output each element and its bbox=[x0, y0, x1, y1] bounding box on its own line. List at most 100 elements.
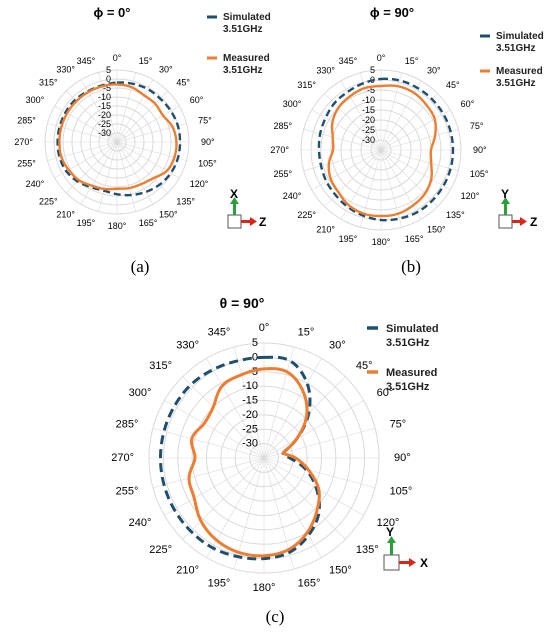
panel-c-legend-measured-line1: Measured bbox=[386, 367, 437, 379]
radial-tick-label: -10 bbox=[362, 95, 375, 105]
radial-tick-label: -30 bbox=[242, 438, 258, 450]
grid-spoke bbox=[380, 149, 422, 220]
panel-b-legend-simulated-line2: 3.51GHz bbox=[496, 43, 535, 54]
grid-spoke bbox=[380, 93, 438, 151]
angle-tick-label: 135° bbox=[446, 210, 465, 220]
angle-tick-label: 90° bbox=[201, 137, 215, 147]
panel-a-axis-up-label: X bbox=[230, 187, 238, 201]
radial-tick-label: -15 bbox=[362, 105, 375, 115]
angle-tick-label: 210° bbox=[56, 210, 75, 220]
angle-tick-label: 90° bbox=[394, 452, 411, 464]
grid-spoke bbox=[311, 109, 382, 151]
radial-tick-label: 5 bbox=[252, 337, 258, 349]
grid-spoke bbox=[263, 346, 295, 459]
angle-tick-label: 345° bbox=[77, 56, 96, 66]
panel-a: ϕ = 0° 50-5-10-15-20-25-300°15°30°45°60°… bbox=[14, 5, 272, 276]
grid-spoke bbox=[380, 109, 451, 151]
grid-spoke bbox=[263, 457, 346, 540]
grid-spoke bbox=[164, 400, 265, 459]
angle-tick-label: 270° bbox=[111, 452, 134, 464]
angle-tick-label: 270° bbox=[270, 145, 289, 155]
grid-spoke bbox=[116, 141, 154, 205]
angle-tick-label: 150° bbox=[427, 225, 446, 235]
measured-series-line bbox=[58, 83, 178, 191]
panel-a-legend-simulated-line2: 3.51GHz bbox=[223, 24, 262, 35]
right-arrowhead-icon bbox=[250, 217, 257, 226]
panel-b-axis-right-label: Z bbox=[530, 215, 537, 229]
grid-spoke bbox=[263, 400, 364, 459]
angle-tick-label: 105° bbox=[390, 486, 413, 498]
angle-tick-label: 300° bbox=[26, 95, 45, 105]
angle-tick-label: 195° bbox=[208, 578, 231, 590]
panel-a-subfigure-label: (a) bbox=[131, 257, 150, 276]
angle-tick-label: 285° bbox=[17, 115, 36, 125]
grid-spoke bbox=[360, 72, 382, 151]
grid-spoke bbox=[116, 105, 180, 143]
grid-spoke bbox=[152, 427, 265, 459]
angle-tick-label: 285° bbox=[274, 121, 293, 131]
angle-tick-label: 120° bbox=[377, 517, 400, 529]
angle-tick-label: 180° bbox=[372, 237, 391, 247]
grid-spoke bbox=[263, 457, 376, 489]
radial-tick-label: -5 bbox=[103, 83, 111, 93]
radial-tick-label: -15 bbox=[98, 101, 111, 111]
angle-tick-label: 45° bbox=[446, 80, 460, 90]
angle-tick-label: 195° bbox=[339, 234, 358, 244]
panel-a-axis-right-label: Z bbox=[259, 215, 266, 229]
angle-tick-label: 90° bbox=[473, 145, 487, 155]
radial-tick-label: -5 bbox=[367, 85, 375, 95]
angle-tick-label: 30° bbox=[427, 65, 441, 75]
angle-tick-label: 180° bbox=[253, 582, 276, 594]
panel-b-legend-measured-line1: Measured bbox=[496, 66, 543, 77]
angle-tick-label: 330° bbox=[56, 64, 75, 74]
panel-b-legend: Simulated 3.51GHz Measured 3.51GHz bbox=[480, 31, 544, 89]
angle-tick-label: 225° bbox=[297, 210, 316, 220]
angle-tick-label: 210° bbox=[316, 225, 335, 235]
panel-a-legend-measured-label: Measured 3.51GHz bbox=[223, 53, 272, 76]
grid-spoke bbox=[116, 123, 187, 143]
radial-tick-label: -10 bbox=[98, 92, 111, 102]
grid-spoke bbox=[80, 79, 118, 143]
panel-b-legend-simulated-line1: Simulated bbox=[496, 31, 544, 42]
angle-tick-label: 330° bbox=[316, 65, 335, 75]
panel-c-subfigure-label: (c) bbox=[266, 607, 285, 626]
angle-tick-label: 15° bbox=[139, 56, 153, 66]
grid-spoke bbox=[263, 457, 364, 516]
panel-a-title: ϕ = 0° bbox=[94, 5, 131, 20]
grid-spoke bbox=[98, 141, 118, 212]
panel-c: θ = 90° 50-5-10-15-20-25-300°15°30°45°60… bbox=[111, 295, 442, 626]
angle-tick-label: 150° bbox=[329, 565, 352, 577]
angle-tick-label: 135° bbox=[356, 544, 379, 556]
panel-c-legend-simulated-label: Simulated 3.51GHz bbox=[386, 323, 442, 349]
radial-tick-label: -20 bbox=[242, 409, 258, 421]
angle-tick-label: 330° bbox=[176, 339, 199, 351]
grid-spoke bbox=[324, 149, 382, 207]
angle-tick-label: 240° bbox=[283, 191, 302, 201]
angle-tick-label: 120° bbox=[461, 191, 480, 201]
panel-b: ϕ = 90° 50-5-10-15-20-25-300°15°30°45°60… bbox=[270, 5, 544, 276]
radial-tick-label: -10 bbox=[242, 380, 258, 392]
panel-b-plot: 50-5-10-15-20-25-300°15°30°45°60°75°90°1… bbox=[270, 53, 489, 247]
angle-tick-label: 165° bbox=[139, 218, 158, 228]
angle-tick-label: 240° bbox=[129, 517, 152, 529]
angle-tick-label: 30° bbox=[159, 64, 173, 74]
radial-tick-label: -25 bbox=[242, 423, 258, 435]
angle-tick-label: 285° bbox=[116, 418, 139, 430]
grid-spoke bbox=[54, 141, 118, 179]
radial-tick-label: 5 bbox=[370, 65, 375, 75]
grid-spoke bbox=[65, 141, 118, 194]
measured-series-line bbox=[187, 367, 321, 558]
grid-spoke bbox=[116, 141, 136, 212]
grid-spoke bbox=[380, 149, 459, 171]
angle-tick-label: 75° bbox=[390, 418, 407, 430]
axes-cube-icon bbox=[227, 214, 242, 229]
angle-tick-label: 210° bbox=[176, 565, 199, 577]
angle-tick-label: 300° bbox=[283, 99, 302, 109]
up-arrowhead-icon bbox=[230, 197, 239, 204]
angle-tick-label: 255° bbox=[17, 159, 36, 169]
angle-tick-label: 120° bbox=[190, 179, 209, 189]
radial-tick-label: -30 bbox=[98, 128, 111, 138]
grid-spoke bbox=[182, 457, 265, 540]
